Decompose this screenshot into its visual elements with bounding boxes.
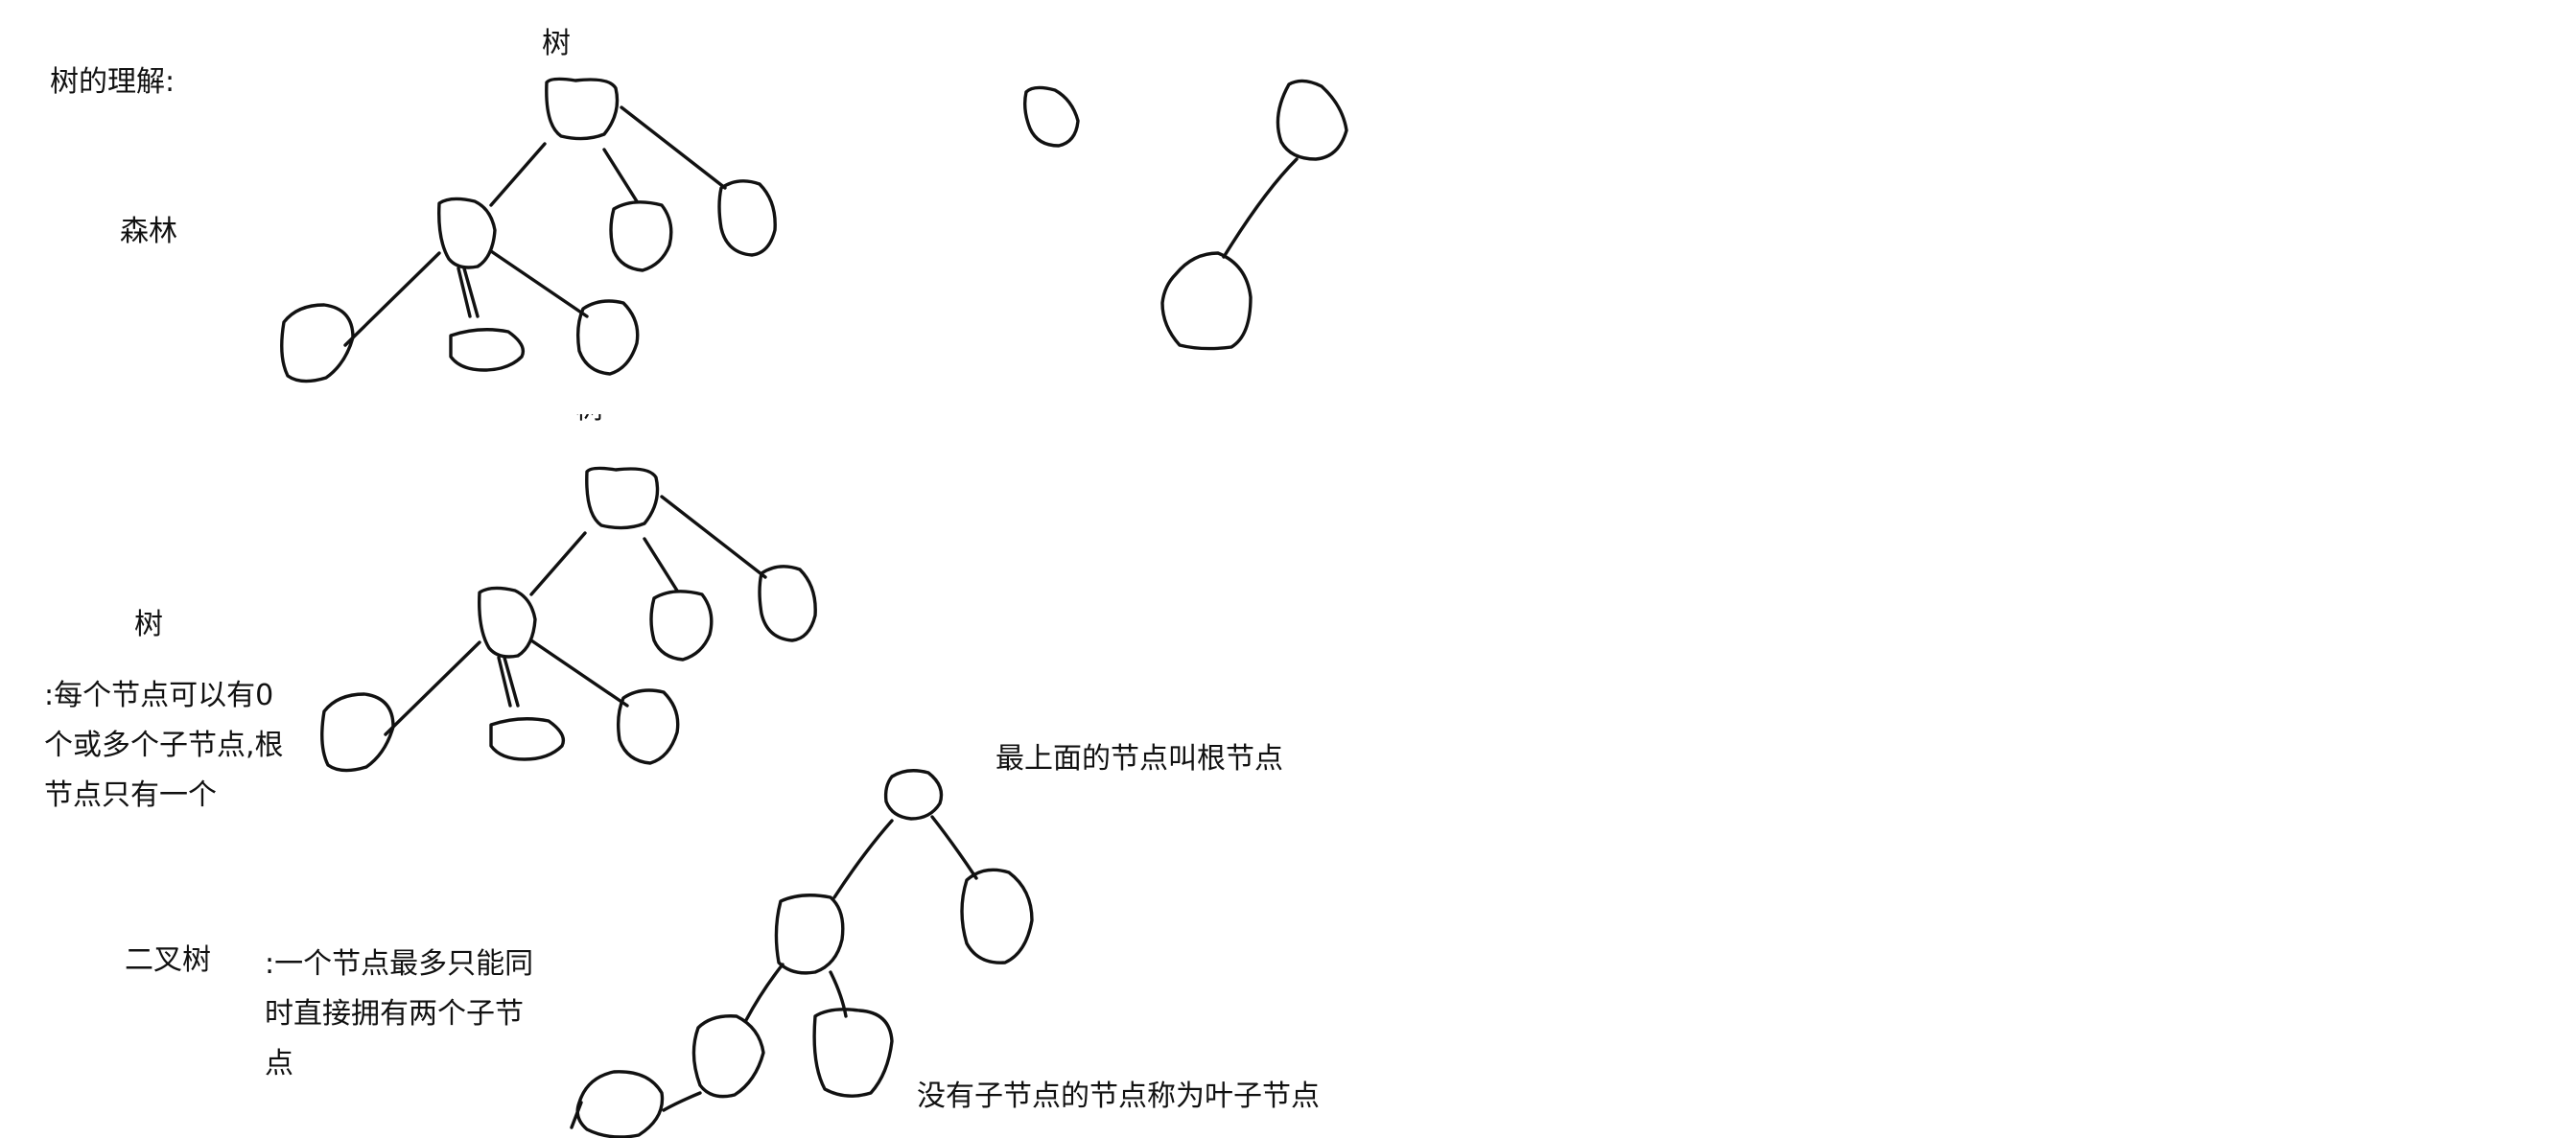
tree-edge (602, 148, 639, 203)
tree-edge (384, 640, 481, 736)
tree-node (575, 299, 640, 376)
binary-tree-label: 二叉树 (125, 943, 211, 977)
tree-node (1022, 85, 1080, 148)
tree-edge (930, 815, 978, 880)
tree-node (717, 179, 777, 257)
tree-edge (343, 251, 441, 347)
tree-node (449, 328, 526, 372)
tree-edge (1222, 157, 1299, 259)
tree-edge (620, 105, 727, 190)
forest-tree-3 (1160, 79, 1348, 351)
binary-tree-description-line: 时直接拥有两个子节 (265, 997, 524, 1031)
tree-node leaf-node (575, 1070, 665, 1138)
tree-edge (660, 495, 767, 579)
binary-tree-description-line: 点 (265, 1047, 293, 1080)
tree-node (616, 688, 680, 765)
tree-edge (744, 963, 785, 1022)
leaf-node-note: 没有子节点的节点称为叶子节点 (917, 1080, 1320, 1113)
tree-node leaf-node (812, 1008, 894, 1098)
tree-label-clipped: 树 (575, 414, 614, 443)
tree-edge (662, 1091, 702, 1112)
tree-edge (529, 531, 587, 596)
tree-description: :每个节点可以有0 个或多个子节点,根 节点只有一个 (44, 671, 284, 821)
tree-edge (457, 267, 480, 318)
binary-tree-description: :一个节点最多只能同 时直接拥有两个子节 点 (265, 940, 533, 1089)
tree-edge (529, 639, 629, 708)
tree-description-line: 个或多个子节点,根 (44, 729, 284, 762)
binary-tree-description-line: :一个节点最多只能同 (265, 947, 534, 981)
tree-node (758, 565, 817, 642)
forest-label: 森林 (120, 215, 177, 248)
tree-node (1160, 251, 1253, 351)
tree-node (609, 200, 673, 272)
tree-edge (829, 970, 848, 1018)
tree-node root-node (883, 769, 944, 821)
tree-node leaf-node (691, 1014, 765, 1099)
tree-edge (489, 249, 589, 318)
tree-node (437, 197, 497, 269)
tree-label-top: 树 (542, 27, 571, 60)
binary-tree-example (570, 769, 1034, 1138)
tree-node (545, 77, 620, 141)
tree-node (478, 586, 537, 659)
forest-tree-2 (1022, 85, 1080, 148)
tree-node (585, 466, 660, 530)
tree-edge (643, 537, 679, 592)
tree-node (960, 868, 1034, 964)
tree-description-line: :每个节点可以有0 (44, 679, 274, 712)
root-node-note: 最上面的节点叫根节点 (995, 742, 1283, 776)
tree-node (774, 894, 845, 975)
tree-node (280, 303, 355, 383)
tree-node (320, 692, 395, 773)
tree-edge (570, 1101, 583, 1129)
tree-edge (489, 142, 547, 207)
tree-node (1276, 79, 1348, 161)
tree-edge (497, 656, 520, 708)
tree-example (320, 466, 817, 773)
tree-edge (832, 819, 894, 899)
forest-tree-1 (280, 77, 777, 383)
tree-node (489, 717, 566, 761)
tree-description-line: 节点只有一个 (44, 778, 217, 812)
tree-label: 树 (134, 608, 163, 641)
tree-node (649, 590, 714, 662)
page-title: 树的理解: (50, 65, 176, 99)
